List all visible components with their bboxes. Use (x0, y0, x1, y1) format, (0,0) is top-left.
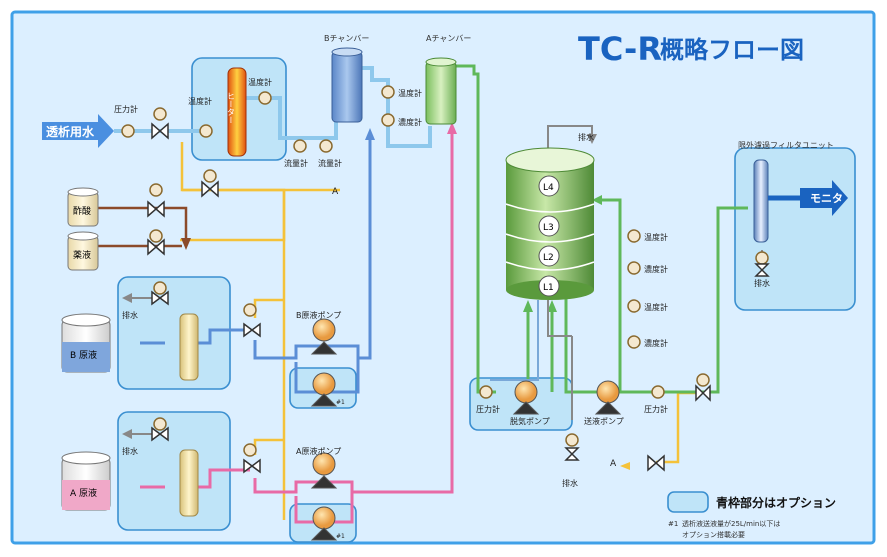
valves (147, 122, 770, 474)
chamber-link (362, 66, 432, 148)
label-drain-b: 排水 (122, 310, 138, 320)
acetic-acid-container (67, 187, 99, 227)
page-title: TC-R 概略フロー図 (578, 30, 804, 68)
legend-text: 青枠部分はオプション (716, 495, 836, 510)
green-arrow-2 (547, 300, 557, 312)
b-chamber (331, 47, 363, 123)
green-arrow-1 (523, 300, 533, 312)
label-a-pump: A原液ポンプ (296, 446, 341, 456)
component-labels: 圧力計 温度計 温度計 流量計 流量計 温度計 濃度計 A 排水 温度計 濃度計… (114, 77, 770, 540)
a-ref-upper: A (332, 187, 339, 197)
level-sensors: L4 L3 L2 L1 (538, 175, 560, 297)
label-temp-3: 温度計 (398, 88, 422, 98)
footnote-line2: オプション搭載必要 (682, 530, 745, 539)
label-pressure-3: 圧力計 (644, 404, 668, 414)
b-drain-arrow (122, 293, 132, 303)
footnote-line1: 透析液送液量が25L/min以下は (682, 519, 780, 528)
label-temp-4: 温度計 (644, 232, 668, 242)
label-pressure-1: 圧力計 (114, 104, 138, 114)
b-raw-label: B 原液 (70, 349, 97, 361)
tank-drain-arrow (587, 134, 597, 144)
tank-blue-line (490, 300, 539, 381)
label-drain-filter: 排水 (754, 278, 770, 288)
label-conc-2: 濃度計 (644, 264, 668, 274)
note-a-pump: #1 (336, 533, 345, 540)
chem-arrow (181, 238, 191, 250)
footnote: #1 透析液送液量が25L/min以下は オプション搭載必要 (668, 519, 780, 539)
label-temp-5: 温度計 (644, 302, 668, 312)
a-raw-container (61, 451, 111, 511)
acetic-acid-label: 酢酸 (73, 205, 91, 217)
monitor-label: モニタ (810, 192, 843, 205)
pumps (310, 318, 622, 541)
label-feed-pump: 送液ポンプ (584, 416, 624, 426)
label-conc-1: 濃度計 (398, 117, 422, 127)
label-b-pump: B原液ポンプ (296, 310, 341, 320)
legend: 青枠部分はオプション (667, 491, 836, 513)
b-raw-container (61, 313, 111, 373)
a-ref-arrow (620, 462, 630, 470)
label-drain-tank: 排水 (578, 132, 594, 142)
level-l3: L3 (543, 223, 554, 233)
b-line-arrow (365, 128, 375, 140)
uf-filter (753, 159, 769, 243)
main-tank (505, 147, 595, 300)
b-heat-exchanger (179, 313, 199, 381)
heater: ヒーター (227, 67, 247, 157)
level-l2: L2 (543, 253, 554, 263)
a-drain-arrow (122, 429, 132, 439)
green-arrow-3 (592, 195, 602, 205)
inlet-arrow: 透析用水 (42, 114, 114, 148)
title-main: TC-R (578, 30, 662, 68)
title-sub: 概略フロー図 (660, 36, 804, 64)
level-l1: L1 (543, 283, 554, 293)
label-temp-2: 温度計 (248, 77, 272, 87)
a-chamber (425, 57, 457, 125)
label-degas-pump: 脱気ポンプ (510, 416, 550, 426)
a-heat-exchanger (179, 449, 199, 517)
level-l4: L4 (543, 183, 554, 193)
a-raw-label: A 原液 (70, 487, 97, 499)
label-temp-1: 温度計 (188, 96, 212, 106)
chemical-label: 薬液 (73, 249, 91, 261)
chemical-container (67, 231, 99, 271)
footnote-mark: #1 (668, 520, 678, 528)
monitor-arrow: モニタ (800, 180, 848, 216)
label-drain-a: 排水 (122, 446, 138, 456)
a-line-arrow (447, 122, 457, 134)
b-chamber-label: Bチャンバー (324, 34, 369, 43)
label-pressure-2: 圧力計 (476, 404, 500, 414)
filter-unit-label: 限外濾過フィルタユニット (738, 140, 834, 150)
label-flow-2: 流量計 (318, 158, 342, 168)
heater-label: ヒーター (227, 92, 236, 124)
label-drain-degas: 排水 (562, 478, 578, 488)
chem-lines (98, 206, 188, 248)
a-ref-lower: A (610, 459, 617, 469)
note-b-pump: #1 (336, 399, 345, 406)
a-chamber-label: Aチャンバー (426, 34, 471, 43)
label-conc-3: 濃度計 (644, 338, 668, 348)
label-flow-1: 流量計 (284, 158, 308, 168)
gauges (121, 85, 769, 457)
inlet-label: 透析用水 (46, 124, 95, 139)
